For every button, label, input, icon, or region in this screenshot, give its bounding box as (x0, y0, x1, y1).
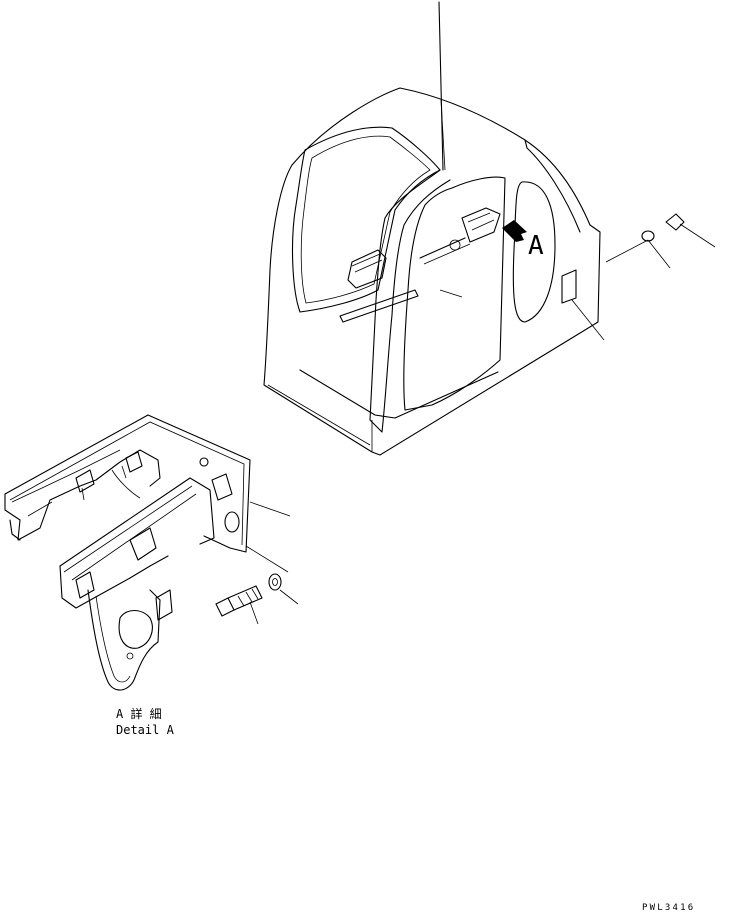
cab-roof (291, 87, 591, 226)
fasteners-right (641, 213, 716, 269)
callout-letter: A (528, 231, 544, 261)
cab-console (347, 249, 387, 289)
side-vent (561, 269, 577, 304)
bracket-back-plate (4, 414, 251, 553)
operator-cab: A (263, 1, 649, 456)
mount-boss (224, 511, 240, 533)
detail-bolt-head (215, 597, 235, 617)
hanger-hook (87, 589, 161, 691)
upper-rail (17, 449, 161, 541)
cab-front-window (291, 126, 441, 313)
detail-bolt-shank (227, 585, 263, 611)
detail-a-location (461, 207, 501, 243)
leader-line-5 (245, 545, 289, 573)
cab-floor (299, 369, 499, 419)
drawing-number: PWL3416 (642, 903, 695, 913)
cab-door-pillar (369, 169, 451, 433)
upper-clips (75, 451, 143, 493)
stay-rod (419, 237, 466, 259)
bolt-head (665, 213, 685, 231)
cab-door-window (403, 176, 506, 411)
cab-outer-frame (263, 164, 601, 456)
leader-line-2 (571, 299, 605, 341)
mount-hole-1 (199, 457, 209, 467)
pointer-arrow (502, 220, 527, 242)
antenna (438, 1, 444, 171)
leader-line-4 (249, 501, 291, 517)
lower-clips (75, 527, 157, 599)
detail-a-bracket-assembly (4, 414, 291, 691)
washer (641, 230, 655, 242)
cab-handrail (339, 289, 419, 323)
detail-washer (268, 573, 282, 591)
lower-rail (59, 477, 215, 567)
detail-fasteners (215, 573, 299, 625)
detail-label-en: Detail A (116, 723, 175, 737)
leader-line-1 (439, 289, 463, 298)
leader-line-3 (605, 239, 649, 263)
hook-cylinder (118, 609, 153, 649)
detail-label-jp: A 詳 細 (116, 706, 162, 721)
